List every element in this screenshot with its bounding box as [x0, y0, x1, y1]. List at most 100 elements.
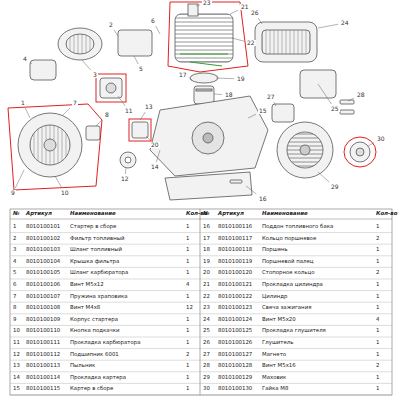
- leader-line: [25, 108, 30, 118]
- table-part-name: Поддон топливного бака: [262, 224, 333, 229]
- clutch: [350, 142, 370, 162]
- callout-number: 18: [224, 92, 234, 98]
- table-rule: [10, 302, 392, 303]
- table-rule: [10, 383, 392, 384]
- table-part-name: Поршневой палец: [262, 259, 314, 264]
- callout-number: 25: [330, 106, 340, 112]
- table-rule: [10, 244, 392, 245]
- table-article-code: 8010100123: [218, 305, 252, 310]
- table-row-number: 15: [13, 386, 20, 391]
- callout-number: 20: [150, 142, 160, 148]
- table-article-code: 8010100120: [218, 270, 252, 275]
- leader-line: [230, 10, 238, 14]
- leader-line: [246, 186, 256, 194]
- table-row-number: 10: [13, 328, 20, 333]
- table-quantity: 1: [376, 259, 379, 264]
- table-quantity: 1: [376, 352, 379, 357]
- table-quantity: 1: [186, 340, 189, 345]
- table-row-number: 27: [203, 352, 210, 357]
- table-article-code: 8010100124: [218, 317, 252, 322]
- table-header: Кол-во: [376, 211, 397, 216]
- table-article-code: 8010100125: [218, 328, 252, 333]
- leader-line: [258, 18, 262, 24]
- callout-number: 24: [340, 20, 350, 26]
- table-rule: [10, 395, 392, 396]
- table-part-name: Прокладка картера: [70, 375, 126, 380]
- table-rule: [10, 279, 392, 280]
- table-quantity: 1: [376, 328, 379, 333]
- callout-number: 17: [178, 72, 188, 78]
- table-part-name: Шланг топливный: [70, 247, 122, 252]
- table-quantity: 1: [186, 317, 189, 322]
- table-part-name: Фильтр топливный: [70, 236, 124, 241]
- table-row-number: 1: [13, 224, 16, 229]
- table-row-number: 8: [13, 305, 16, 310]
- table-quantity: 2: [186, 352, 189, 357]
- leader-line: [15, 170, 24, 188]
- callout-number: 12: [120, 176, 130, 182]
- table-article-code: 8010100105: [26, 270, 60, 275]
- table-article-code: 8010100106: [26, 282, 60, 287]
- table-quantity: 1: [376, 386, 379, 391]
- table-article-code: 8010100126: [218, 340, 252, 345]
- table-part-name: Подшипник 6001: [70, 352, 119, 357]
- leader-line: [140, 112, 145, 120]
- table-rule: [10, 360, 392, 361]
- leader-line: [368, 143, 374, 146]
- table-part-name: Прокладка цилиндра: [262, 282, 323, 287]
- table-article-code: 8010100108: [26, 305, 60, 310]
- table-rule: [10, 313, 392, 314]
- table-header: Наименование: [70, 211, 116, 216]
- table-quantity: 1: [186, 270, 189, 275]
- table-part-name: Винт M5x12: [70, 282, 104, 287]
- table-row-number: 22: [203, 294, 210, 299]
- table-row-number: 30: [203, 386, 210, 391]
- magneto: [272, 104, 294, 122]
- table-part-name: Шланг карбюратора: [70, 270, 128, 275]
- highlight-outline: [96, 74, 126, 102]
- table-article-code: 8010100119: [218, 259, 252, 264]
- table-article-code: 8010100121: [218, 282, 252, 287]
- table-article-code: 8010100115: [26, 386, 60, 391]
- table-quantity: 12: [186, 305, 193, 310]
- table-quantity: 1: [186, 259, 189, 264]
- table-header: Наименование: [262, 211, 308, 216]
- table-header: Артикул: [26, 211, 52, 216]
- leader-line: [118, 96, 125, 106]
- table-rule: [10, 371, 392, 372]
- table-part-name: Винт M4x8: [70, 305, 100, 310]
- muffler: [255, 22, 317, 62]
- table-article-code: 8010100128: [218, 363, 252, 368]
- table-row-number: 24: [203, 317, 210, 322]
- table-row-number: 26: [203, 340, 210, 345]
- callout-number: 15: [258, 108, 268, 114]
- table-quantity: 4: [376, 317, 379, 322]
- table-quantity: 1: [186, 328, 189, 333]
- table-part-name: Стопорное кольцо: [262, 270, 314, 275]
- table-row-number: 13: [13, 363, 20, 368]
- table-quantity: 1: [186, 363, 189, 368]
- callout-number: 7: [72, 100, 78, 106]
- table-article-code: 8010100110: [26, 328, 60, 333]
- table-row-number: 6: [13, 282, 16, 287]
- table-rule: [10, 255, 392, 256]
- leader-line: [156, 26, 160, 34]
- highlight-outline: [8, 104, 102, 190]
- table-rule: [10, 232, 392, 233]
- callout-number: 22: [246, 40, 256, 46]
- table-part-name: Свеча зажигания: [262, 305, 311, 310]
- table-row-number: 12: [13, 352, 20, 357]
- table-quantity: 2: [376, 363, 379, 368]
- table-quantity: 1: [376, 305, 379, 310]
- leader-line: [232, 38, 244, 41]
- table-part-name: Винт M5x16: [262, 363, 296, 368]
- table-row-number: 5: [13, 270, 16, 275]
- leader-line: [55, 176, 62, 188]
- table-row-number: 17: [203, 236, 210, 241]
- table-row-number: 2: [13, 236, 16, 241]
- table-article-code: 8010100122: [218, 294, 252, 299]
- leader-line: [156, 150, 160, 162]
- highlight-outline: [168, 2, 248, 72]
- table-row-number: 29: [203, 375, 210, 380]
